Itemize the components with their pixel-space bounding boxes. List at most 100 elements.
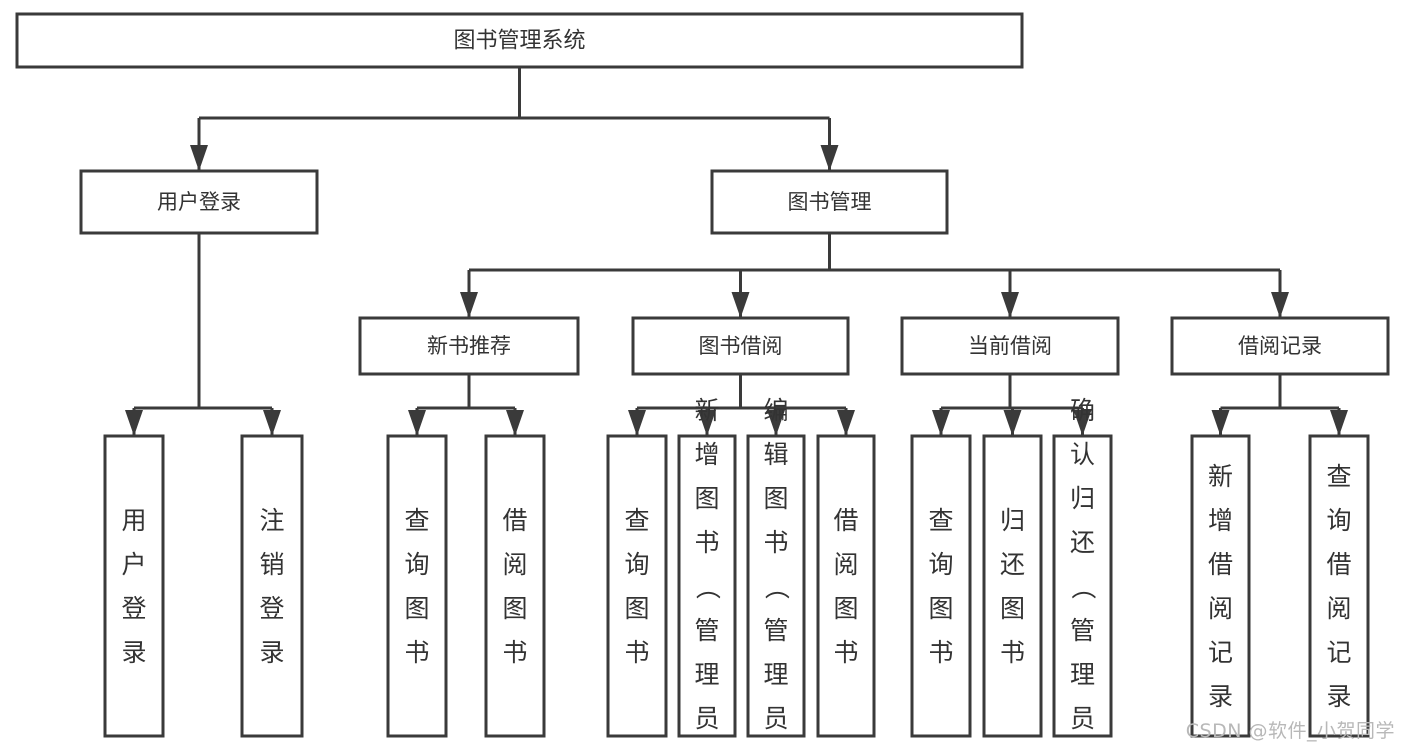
leaf-label-char: 登	[259, 594, 284, 623]
node-box	[710, 169, 949, 235]
leaf-label-char: 询	[928, 550, 953, 579]
arrow-head-icon	[263, 410, 281, 436]
leaf-label-char: 借	[1326, 550, 1351, 579]
leaf-label-char: 书	[928, 638, 953, 667]
leaf-label-char: 查	[404, 506, 429, 535]
leaf-label-char: 记	[1208, 638, 1233, 667]
arrow-head-icon	[698, 410, 716, 436]
leaf-label-char: 辑	[763, 440, 788, 469]
leaf-label-char: 书	[833, 638, 858, 667]
leaf-label-char: 书	[404, 638, 429, 667]
leaf-label-char: （	[693, 574, 722, 599]
leaf-label-char: 借	[833, 506, 858, 535]
node-box	[79, 169, 319, 235]
leaf-label-char: 录	[121, 638, 146, 667]
leaf-label-char: 录	[1326, 682, 1351, 711]
node-box	[606, 434, 668, 738]
leaf-label-char: 查	[1326, 462, 1351, 491]
leaf-label-char: 增	[694, 440, 719, 469]
leaf-label-char: 阅	[502, 550, 527, 579]
node-box	[1052, 434, 1113, 738]
leaf-label-char: 新	[1208, 462, 1233, 491]
leaf-label-char: 管	[1070, 616, 1095, 645]
arrow-head-icon	[932, 410, 950, 436]
node-box	[1308, 434, 1370, 738]
arrow-head-icon	[1003, 410, 1022, 436]
tier3-node-当前借阅[interactable]: 当前借阅	[900, 316, 1120, 376]
tier3-node-图书借阅[interactable]: 图书借阅	[631, 316, 850, 376]
leaf-label-char: 还	[1000, 550, 1025, 579]
leaf-label-char: 图	[833, 594, 858, 623]
leaf-label-char: 书	[1000, 638, 1025, 667]
tier3-node-新书推荐[interactable]: 新书推荐	[358, 316, 580, 376]
leaf-label-char: 书	[502, 638, 527, 667]
node-box	[15, 12, 1024, 69]
arrow-head-icon	[767, 410, 785, 436]
leaf-label-char: 员	[694, 704, 719, 733]
node-box	[631, 316, 850, 376]
node-box	[484, 434, 546, 738]
leaf-label-char: 图	[694, 484, 719, 513]
arrow-head-icon	[820, 145, 839, 171]
leaf-label-char: 阅	[833, 550, 858, 579]
leaf-label-char: 用	[121, 506, 146, 535]
node-box	[982, 434, 1043, 738]
leaf-label-char: 图	[404, 594, 429, 623]
leaf-label-char: 阅	[1208, 594, 1233, 623]
leaf-label-char: 阅	[1326, 594, 1351, 623]
leaf-label-char: 还	[1070, 528, 1095, 557]
connector-layer	[125, 67, 1348, 436]
arrow-head-icon	[1330, 410, 1348, 436]
arrow-head-icon	[1211, 410, 1230, 436]
leaf-node-用户登录[interactable]: 用户登录	[103, 434, 165, 738]
leaf-label-char: 管	[763, 616, 788, 645]
leaf-label-char: 注	[259, 506, 284, 535]
node-box	[1190, 434, 1251, 738]
leaf-label-char: 确	[1070, 396, 1095, 425]
node-box	[900, 316, 1120, 376]
node-box	[1170, 316, 1390, 376]
leaf-label-char: 员	[1070, 704, 1095, 733]
root-node-图书管理系统[interactable]: 图书管理系统	[15, 12, 1024, 69]
leaf-label-char: 理	[763, 660, 788, 689]
node-label: 图书借阅	[699, 334, 783, 358]
leaf-label-char: 书	[624, 638, 649, 667]
node-box	[386, 434, 448, 738]
node-layer: 图书管理系统用户登录图书管理新书推荐图书借阅当前借阅借阅记录用户登录注销登录查询…	[15, 12, 1390, 747]
tier2-node-图书管理[interactable]: 图书管理	[710, 169, 949, 235]
tier3-node-借阅记录[interactable]: 借阅记录	[1170, 316, 1390, 376]
leaf-label-char: 员	[763, 704, 788, 733]
leaf-label-char: 查	[624, 506, 649, 535]
leaf-label-char: 归	[1000, 506, 1025, 535]
leaf-label-char: 认	[1070, 440, 1095, 469]
arrow-head-icon	[731, 292, 750, 318]
node-box	[816, 434, 876, 738]
leaf-label-char: （	[1069, 574, 1098, 599]
node-box	[358, 316, 580, 376]
leaf-label-char: 录	[1208, 682, 1233, 711]
tier2-node-用户登录[interactable]: 用户登录	[79, 169, 319, 235]
leaf-label-char: 图	[624, 594, 649, 623]
leaf-label-char: 书	[694, 528, 719, 557]
arrow-head-icon	[1073, 410, 1092, 436]
leaf-label-char: 询	[404, 550, 429, 579]
leaf-label-char: 登	[121, 594, 146, 623]
leaf-label-char: 书	[763, 528, 788, 557]
node-label: 图书管理系统	[453, 29, 585, 54]
leaf-label-char: 销	[259, 550, 284, 579]
node-box	[910, 434, 972, 738]
node-box	[103, 434, 165, 738]
